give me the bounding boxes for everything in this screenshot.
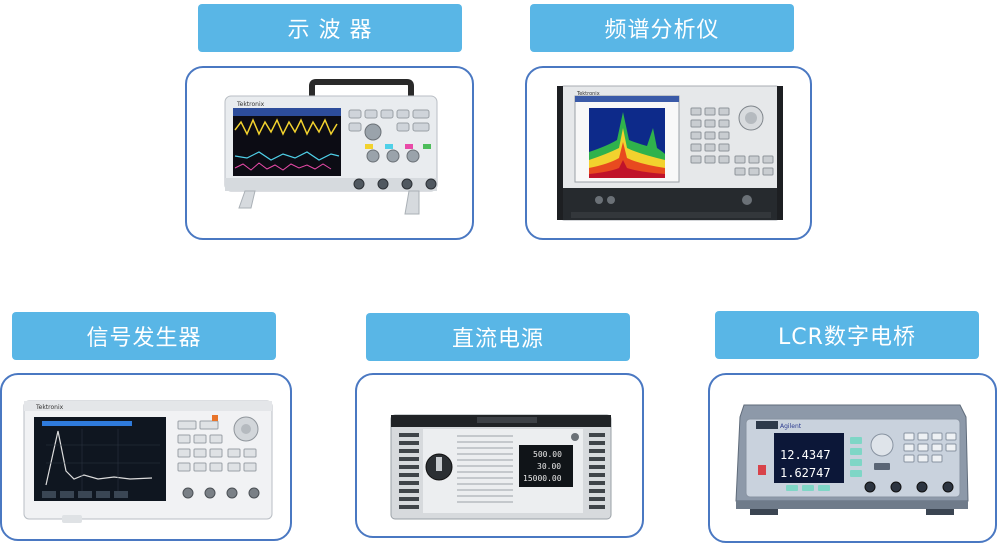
oscilloscope-card[interactable]: Tektronix	[185, 66, 474, 240]
oscilloscope-label-text: 示 波 器	[287, 18, 373, 43]
lcr-meter-image: Agilent 12.4347 1.62747	[735, 404, 969, 515]
dc-power-supply-card[interactable]: 500.00 30.00 15000.00	[355, 373, 644, 538]
signal-generator-brand: Tektronix	[35, 404, 64, 411]
lcr-meter-card[interactable]: Agilent 12.4347 1.62747	[708, 373, 997, 543]
lcr-meter-label: LCR数字电桥	[715, 311, 979, 359]
dc-power-supply-label: 直流电源	[366, 313, 630, 361]
signal-generator-label-text: 信号发生器	[86, 326, 202, 351]
signal-generator-image: Tektronix	[23, 400, 273, 523]
spectrum-analyzer-label: 频谱分析仪	[530, 4, 794, 52]
spectrum-analyzer-brand: Tektronix	[576, 91, 600, 97]
spectrum-analyzer-card[interactable]: Tektronix	[525, 66, 812, 240]
oscilloscope-image: Tektronix	[224, 79, 438, 215]
lcr-display-value-2: 1.62747	[780, 466, 831, 480]
lcr-meter-label-text: LCR数字电桥	[778, 325, 916, 350]
dc-display-value-2: 30.00	[537, 462, 561, 471]
signal-generator-card[interactable]: Tektronix	[0, 373, 292, 541]
dc-display-value-1: 500.00	[533, 450, 562, 459]
spectrum-analyzer-label-text: 频谱分析仪	[604, 18, 720, 43]
lcr-display-value-1: 12.4347	[780, 448, 831, 462]
signal-generator-label: 信号发生器	[12, 312, 276, 360]
dc-power-supply-image: 500.00 30.00 15000.00	[390, 414, 612, 520]
spectrum-analyzer-image: Tektronix	[557, 85, 783, 221]
oscilloscope-brand: Tektronix	[236, 101, 265, 108]
lcr-brand: Agilent	[780, 423, 802, 430]
dc-display-value-3: 15000.00	[523, 474, 562, 483]
oscilloscope-label: 示 波 器	[198, 4, 462, 52]
dc-power-supply-label-text: 直流电源	[451, 327, 544, 352]
